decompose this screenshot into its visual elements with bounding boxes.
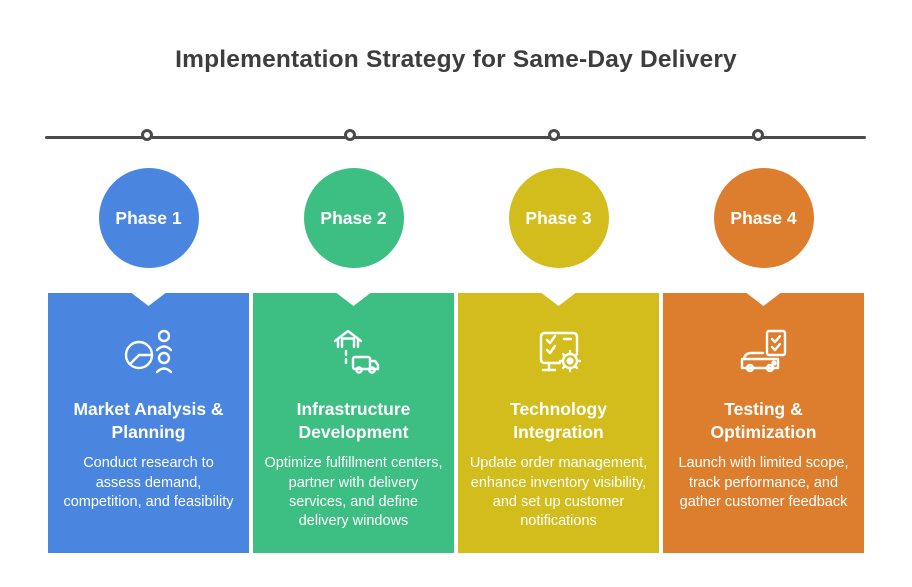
phase-2-card: Infrastructure Development Optimize fulf… (253, 293, 454, 553)
phase-4-description: Launch with limited scope, track perform… (678, 455, 849, 511)
phase-4-circle: Phase 4 (713, 168, 814, 268)
phase-1-description: Conduct research to assess demand, compe… (63, 455, 234, 511)
phase-3-circle: Phase 3 (508, 168, 609, 268)
phase-4-card: Testing & Optimization Launch with limit… (663, 293, 864, 553)
phase-3-column: Phase 3 Technology Integration (458, 168, 659, 553)
timeline-marker-2 (344, 129, 356, 141)
phase-1-heading: Market Analysis & Planning (73, 399, 224, 443)
vehicle-clipboard-icon (674, 319, 853, 383)
phase-2-column: Phase 2 Infrastructure Development (253, 168, 454, 553)
checklist-gear-icon (469, 319, 648, 383)
timeline-marker-3 (548, 129, 560, 141)
phase-4-column: Phase 4 Testing & Optimization (663, 168, 864, 553)
phase-3-label: Phase 3 (525, 207, 592, 228)
timeline-marker-1 (141, 129, 153, 141)
phase-1-circle: Phase 1 (98, 168, 199, 268)
phase-1-label: Phase 1 (115, 207, 182, 228)
phase-2-label: Phase 2 (320, 207, 387, 228)
phase-2-description: Optimize fulfillment centers, partner wi… (264, 455, 443, 530)
phase-1-card: Market Analysis & Planning Conduct resea… (48, 293, 249, 553)
page-title: Implementation Strategy for Same-Day Del… (175, 46, 737, 73)
phase-1-column: Phase 1 Market Analysis & Planning Condu… (48, 168, 249, 553)
phase-4-label: Phase 4 (730, 207, 797, 228)
phase-3-card: Technology Integration Update order mana… (458, 293, 659, 553)
phase-2-heading: Infrastructure Development (296, 399, 411, 443)
timeline-line (45, 136, 866, 139)
phase-3-description: Update order management, enhance invento… (469, 455, 648, 530)
phase-2-circle: Phase 2 (303, 168, 404, 268)
warehouse-truck-icon (264, 319, 443, 383)
phase-4-heading: Testing & Optimization (710, 399, 817, 443)
timeline-marker-4 (752, 129, 764, 141)
phase-3-heading: Technology Integration (510, 399, 607, 443)
pie-chart-people-icon (59, 319, 238, 383)
phase-columns: Phase 1 Market Analysis & Planning Condu… (48, 168, 864, 553)
